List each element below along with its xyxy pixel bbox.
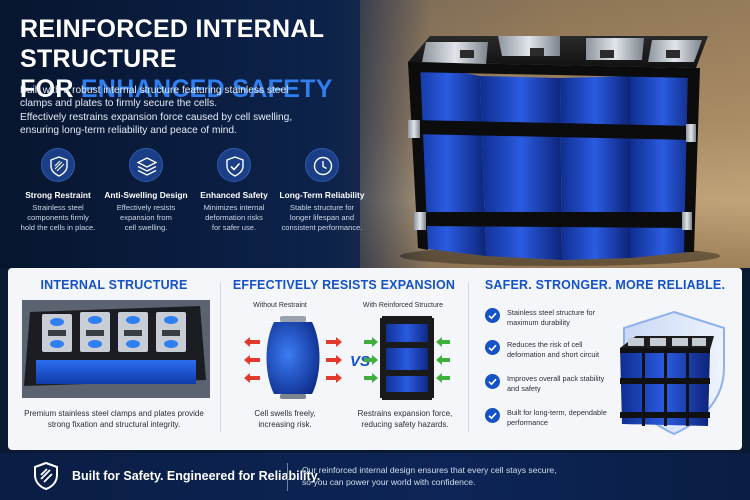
panel-divider <box>220 282 221 432</box>
vs-text: VS <box>350 353 370 370</box>
feature-desc: Minimizes internal deformation risks for… <box>188 203 280 233</box>
hero-fade <box>290 0 430 268</box>
footer-text-line: so you can power your world with confide… <box>302 477 476 487</box>
internal-caption-line: Premium stainless steel clamps and plate… <box>24 409 204 418</box>
expansion-comparison-diagram: VS <box>244 316 450 400</box>
hero-title-line2-prefix: FOR <box>20 75 81 103</box>
shield-stripes-icon <box>34 461 58 491</box>
feature-desc-line: consistent performance. <box>281 223 363 232</box>
feature-long-term: Long-Term Reliability Stable structure f… <box>276 148 368 233</box>
feature-desc-line: expansion from <box>120 213 172 222</box>
feature-desc: Effectively resists expansion from cell … <box>100 203 192 233</box>
shield-check-icon <box>217 148 251 182</box>
feature-desc-line: for safer use. <box>211 223 257 232</box>
reliable-line: Improves overall pack stability <box>507 374 605 383</box>
hero-paragraph-2: Effectively restrains expansion force ca… <box>20 111 293 137</box>
feature-strong-restraint: Strong Restraint Strainless steel compon… <box>12 148 104 233</box>
caption-line: Restrains expansion force, <box>357 409 453 418</box>
feature-enhanced-safety: Enhanced Safety Minimizes internal defor… <box>188 148 280 233</box>
reliable-line: performance <box>507 418 548 427</box>
hero-description: Built with a robust internal structure f… <box>20 84 320 138</box>
check-circle-icon <box>485 308 500 323</box>
caption-line: increasing risk. <box>258 420 312 429</box>
feature-desc-line: hold the cells in place. <box>20 223 96 232</box>
expansion-title: EFFECTIVELY RESISTS EXPANSION <box>232 278 456 292</box>
feature-row: Strong Restraint Strainless steel compon… <box>12 148 365 248</box>
check-circle-icon <box>485 374 500 389</box>
shield-stripes-icon <box>41 148 75 182</box>
footer-separator <box>287 463 288 491</box>
hero-title-accent: ENHANCED SAFETY <box>80 75 333 103</box>
feature-desc-line: Strainless steel <box>32 203 84 212</box>
shielded-battery-illustration <box>620 310 725 436</box>
check-circle-icon <box>485 408 500 423</box>
footer-bar: Built for Safety. Engineered for Reliabi… <box>0 453 750 500</box>
feature-title: Strong Restraint <box>25 190 91 200</box>
hero-title-line1: REINFORCED INTERNAL STRUCTURE <box>20 15 324 73</box>
reliable-line: deformation and short circuit <box>507 350 600 359</box>
internal-caption-line: strong fixation and structural integrity… <box>47 420 181 429</box>
feature-title: Long-Term Reliability <box>279 190 365 200</box>
with-structure-label: With Reinforced Structure <box>362 302 444 309</box>
feature-desc-line: Minimizes internal <box>203 203 265 212</box>
with-structure-caption: Restrains expansion force, reducing safe… <box>346 408 464 430</box>
layers-icon <box>129 148 163 182</box>
footer-text: Our reinforced internal design ensures t… <box>302 464 732 488</box>
internal-structure-title: INTERNAL STRUCTURE <box>40 278 188 292</box>
internal-structure-photo <box>22 300 210 398</box>
without-restraint-label: Without Restraint <box>253 302 307 309</box>
feature-desc-line: Effectively resists <box>116 203 176 212</box>
reliable-line: and safety <box>507 384 541 393</box>
internal-caption: Premium stainless steel clamps and plate… <box>8 408 220 430</box>
caption-line: Cell swells freely, <box>254 409 316 418</box>
battery-pack-photo <box>400 36 720 266</box>
feature-anti-swelling: Anti-Swelling Design Effectively resists… <box>100 148 192 233</box>
feature-desc: Strainless steel components firmly hold … <box>12 203 104 233</box>
feature-desc: Stable structure for longer lifespan and… <box>276 203 368 233</box>
feature-desc-line: cell swelling. <box>124 223 168 232</box>
feature-desc-line: deformation risks <box>205 213 263 222</box>
clock-icon <box>305 148 339 182</box>
reliable-line: Built for long-term, dependable <box>507 408 607 417</box>
caption-line: reducing safety hazards. <box>361 420 449 429</box>
reliable-line: maximum durability <box>507 318 570 327</box>
hero-title: REINFORCED INTERNAL STRUCTURE FOR ENHANC… <box>20 14 380 104</box>
hero-paragraph-1: Built with a robust internal structure f… <box>20 85 289 110</box>
feature-title: Anti-Swelling Design <box>104 190 188 200</box>
without-restraint-caption: Cell swells freely, increasing risk. <box>230 408 340 430</box>
footer-tagline: Built for Safety. Engineered for Reliabi… <box>72 469 321 483</box>
reliable-line: Stainless steel structure for <box>507 308 596 317</box>
reliable-title: SAFER. STRONGER. MORE RELIABLE. <box>484 278 726 292</box>
feature-desc-line: Stable structure for <box>289 203 355 212</box>
feature-desc-line: components firmly <box>27 213 89 222</box>
panel-divider <box>468 282 469 432</box>
footer-text-line: Our reinforced internal design ensures t… <box>302 465 557 475</box>
feature-title: Enhanced Safety <box>200 190 268 200</box>
check-circle-icon <box>485 340 500 355</box>
reliable-line: Reduces the risk of cell <box>507 340 583 349</box>
feature-desc-line: longer lifespan and <box>289 213 355 222</box>
info-panel: INTERNAL STRUCTURE <box>8 268 742 450</box>
